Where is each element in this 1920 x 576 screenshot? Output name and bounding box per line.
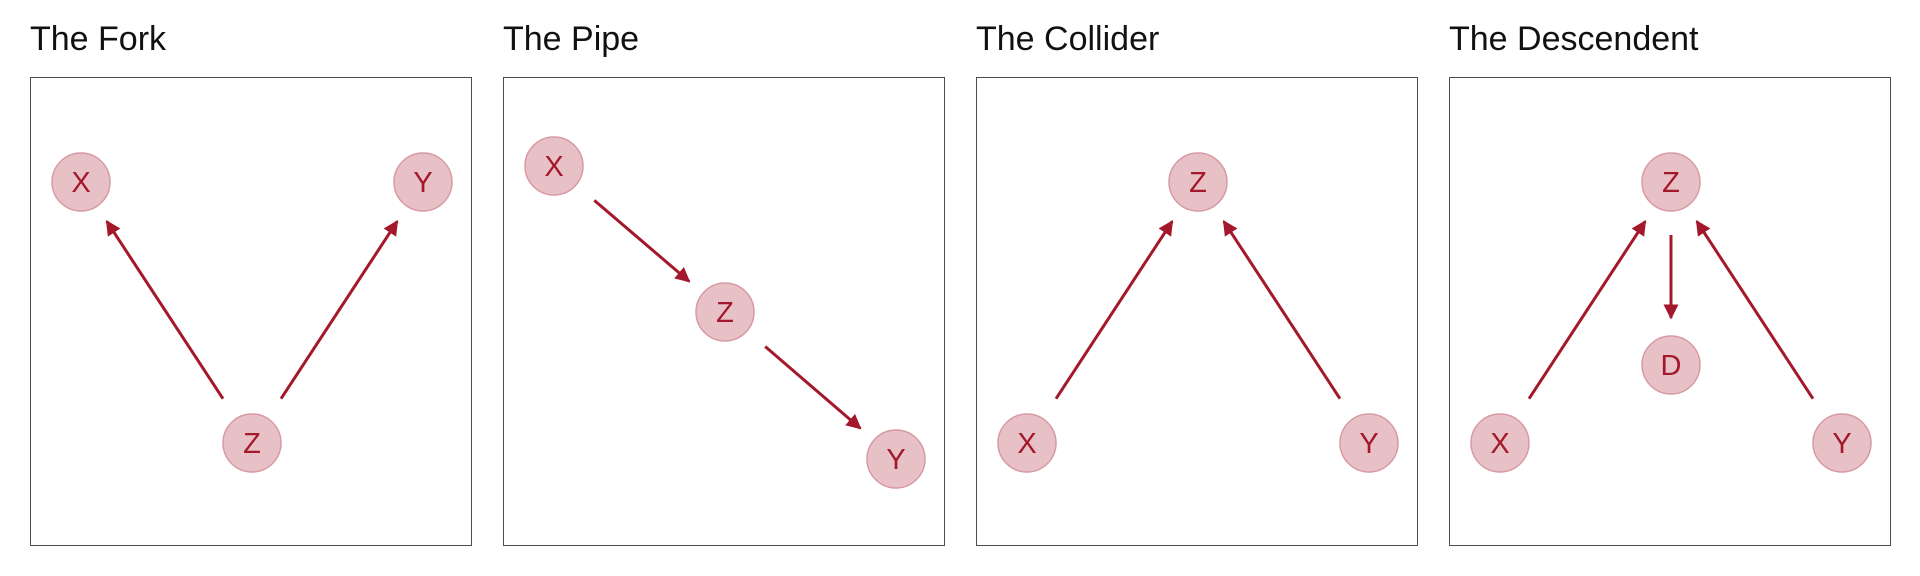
panel-descendent: Z D X Y: [1449, 77, 1891, 546]
panel-pipe: X Z Y: [503, 77, 945, 546]
node-y: Y: [1339, 413, 1399, 473]
node-label: Y: [886, 444, 905, 476]
edge-y-to-z: [1695, 220, 1815, 400]
node-circle: [1470, 413, 1530, 473]
panel-collider: Z X Y: [976, 77, 1418, 546]
node-x: X: [51, 152, 111, 212]
node-circle: [1339, 413, 1399, 473]
node-x: X: [1470, 413, 1530, 473]
node-circle: [51, 152, 111, 212]
panel-title-descendent: The Descendent: [1449, 20, 1699, 58]
node-circle: [997, 413, 1057, 473]
node-label: Z: [1662, 167, 1680, 199]
node-label: D: [1661, 350, 1682, 382]
node-label: Y: [1832, 428, 1851, 460]
edge-z-to-x: [105, 220, 225, 400]
node-circle: [1641, 335, 1701, 395]
panel-title-pipe: The Pipe: [503, 20, 640, 58]
edge-x-to-z: [1527, 220, 1647, 400]
edge-x-to-z: [1054, 220, 1174, 400]
node-label: Z: [243, 428, 261, 460]
edge-y-to-z: [1222, 220, 1342, 400]
node-z: Z: [222, 413, 282, 473]
node-label: Y: [413, 167, 432, 199]
node-circle: [1641, 152, 1701, 212]
node-label: X: [1490, 428, 1509, 460]
node-z: Z: [1168, 152, 1228, 212]
node-label: X: [1017, 428, 1036, 460]
node-z: Z: [1641, 152, 1701, 212]
node-x: X: [524, 136, 584, 196]
node-label: Z: [716, 297, 734, 329]
node-circle: [866, 429, 926, 489]
panel-title-collider: The Collider: [976, 20, 1160, 58]
node-d: D: [1641, 335, 1701, 395]
node-label: X: [71, 167, 90, 199]
edge-z-to-y: [764, 345, 862, 430]
node-label: Z: [1189, 167, 1207, 199]
edge-z-to-y: [279, 220, 399, 400]
node-y: Y: [393, 152, 453, 212]
panel-title-fork: The Fork: [30, 20, 167, 58]
node-z: Z: [695, 282, 755, 342]
node-circle: [1812, 413, 1872, 473]
dag-collider: Z X Y: [997, 152, 1399, 473]
node-y: Y: [866, 429, 926, 489]
panel-fork: X Y Z: [30, 77, 472, 546]
node-circle: [1168, 152, 1228, 212]
node-circle: [524, 136, 584, 196]
node-circle: [222, 413, 282, 473]
node-circle: [695, 282, 755, 342]
dag-fork: X Y Z: [51, 152, 453, 473]
node-y: Y: [1812, 413, 1872, 473]
edge-x-to-z: [593, 199, 691, 283]
node-label: X: [544, 151, 563, 183]
dag-pipe: X Z Y: [524, 136, 926, 489]
node-label: Y: [1359, 428, 1378, 460]
node-circle: [393, 152, 453, 212]
dag-descendent: Z D X Y: [1470, 152, 1872, 473]
node-x: X: [997, 413, 1057, 473]
